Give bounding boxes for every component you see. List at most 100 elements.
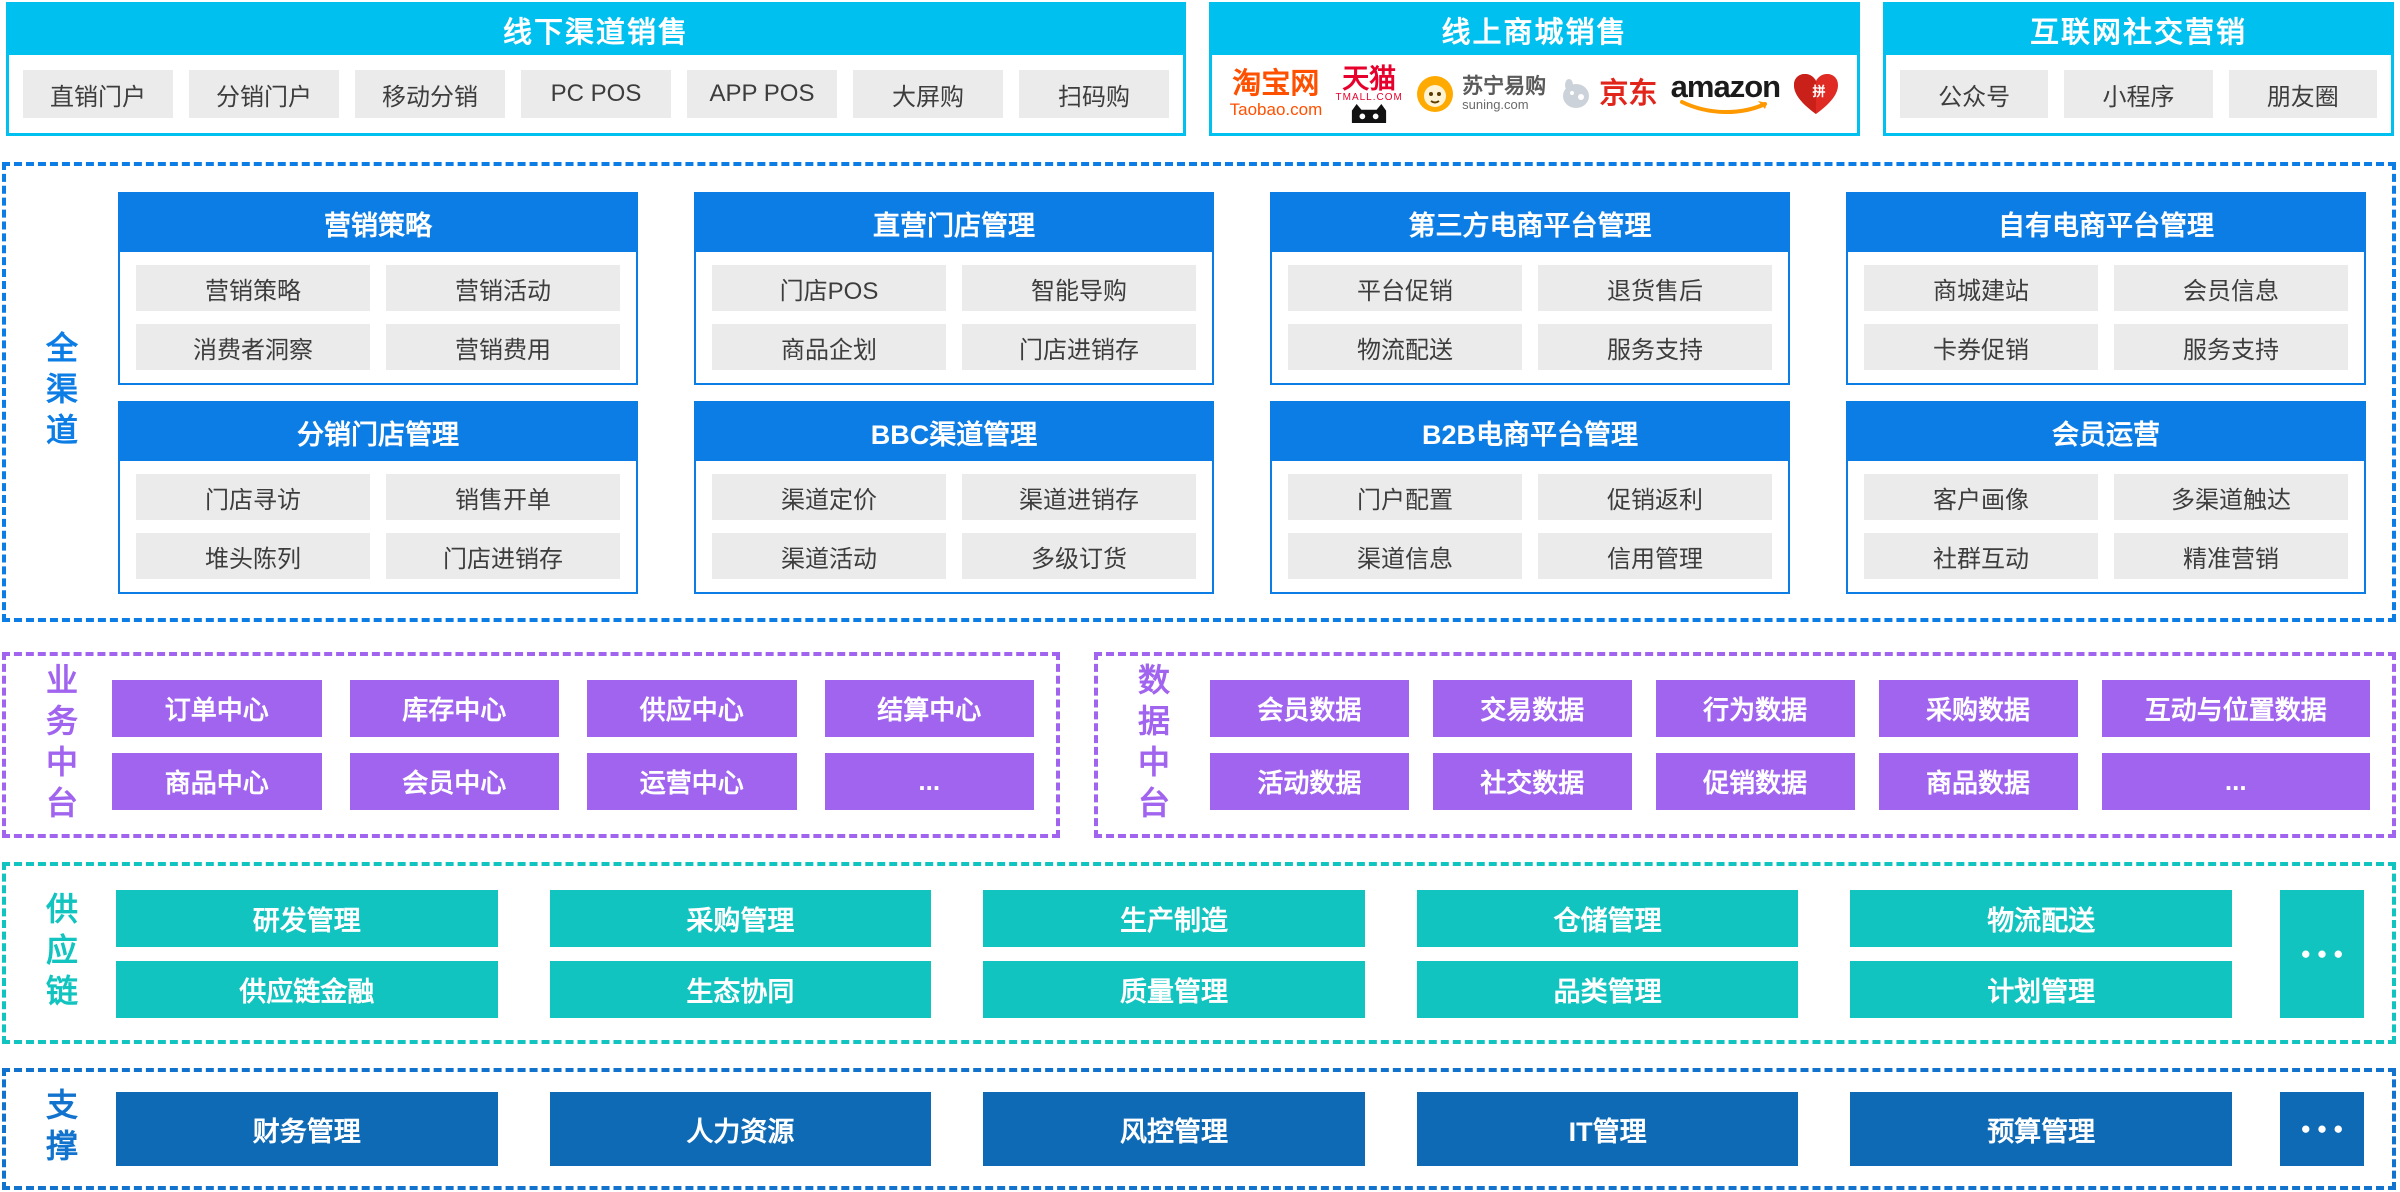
support-label-wrap: 支撑 bbox=[6, 1072, 114, 1186]
supply-chain-block: 生态协同 bbox=[549, 961, 932, 1018]
omni-card-chip: 渠道进销存 bbox=[962, 474, 1196, 520]
supply-chain-block: 采购管理 bbox=[549, 890, 932, 947]
jd-logo-text: 京东 bbox=[1599, 77, 1658, 110]
section-supply-chain: 供应链 研发管理采购管理生产制造仓储管理物流配送供应链金融生态协同质量管理品类管… bbox=[2, 862, 2396, 1044]
omni-card-chip: 销售开单 bbox=[386, 474, 620, 520]
supply-chain-block: 质量管理 bbox=[983, 961, 1365, 1018]
omni-card-chip: 退货售后 bbox=[1538, 265, 1772, 311]
jd-logo: 京东 bbox=[1559, 77, 1657, 111]
data-center-block: 社交数据 bbox=[1432, 753, 1632, 810]
data-center-block: 交易数据 bbox=[1432, 680, 1632, 737]
supply-chain-block: 生产制造 bbox=[983, 890, 1365, 947]
omni-card-chip: 门店进销存 bbox=[962, 324, 1196, 370]
omni-card: 自有电商平台管理 商城建站会员信息卡券促销服务支持 bbox=[1846, 192, 2366, 385]
data-center-grid: 会员数据交易数据行为数据采购数据互动与位置数据活动数据社交数据促销数据商品数据.… bbox=[1210, 680, 2370, 810]
supply-chain-block: 物流配送 bbox=[1850, 890, 2232, 947]
omni-card-chip: 信用管理 bbox=[1538, 533, 1772, 579]
omni-card-chip: 消费者洞察 bbox=[136, 324, 370, 370]
offline-channel-chip: 大屏购 bbox=[853, 70, 1003, 118]
supply-chain-more-block: ●●● bbox=[2280, 890, 2364, 1018]
omni-card-title: 会员运营 bbox=[1848, 403, 2364, 461]
supply-chain-block: 研发管理 bbox=[116, 890, 498, 947]
suning-logo: 苏宁易购 suning.com bbox=[1416, 75, 1546, 113]
business-center-block: 会员中心 bbox=[349, 753, 559, 810]
omni-card-body: 客户画像多渠道触达社群互动精准营销 bbox=[1848, 461, 2364, 592]
section-social-marketing: 互联网社交营销 公众号小程序朋友圈 bbox=[1883, 2, 2394, 136]
omni-card-chip: 精准营销 bbox=[2114, 533, 2348, 579]
offline-channel-chip: PC POS bbox=[521, 70, 671, 118]
omni-card-body: 营销策略营销活动消费者洞察营销费用 bbox=[120, 252, 636, 383]
tmall-logo-text: 天猫 bbox=[1342, 64, 1397, 95]
section-business-middle-platform: 业务中台 订单中心库存中心供应中心结算中心商品中心会员中心运营中心... bbox=[2, 652, 1060, 838]
supply-chain-label: 供应链 bbox=[42, 891, 78, 1015]
marketplace-logos: 淘宝网 Taobao.com 天猫 TMALL.COM bbox=[1212, 55, 1857, 133]
section-data-middle-platform: 数据中台 会员数据交易数据行为数据采购数据互动与位置数据活动数据社交数据促销数据… bbox=[1094, 652, 2396, 838]
business-platform-label-wrap: 业务中台 bbox=[6, 656, 114, 834]
supply-chain-block: 品类管理 bbox=[1416, 961, 1799, 1018]
offline-channel-chip: 分销门户 bbox=[189, 70, 339, 118]
omni-card-body: 商城建站会员信息卡券促销服务支持 bbox=[1848, 252, 2364, 383]
omni-card-chip: 多级订货 bbox=[962, 533, 1196, 579]
business-center-block: 供应中心 bbox=[587, 680, 797, 737]
social-channel-chip: 公众号 bbox=[1900, 70, 2049, 118]
jd-dog-icon bbox=[1563, 79, 1590, 108]
social-marketing-title: 互联网社交营销 bbox=[1886, 5, 2391, 55]
taobao-logo-subtext: Taobao.com bbox=[1229, 100, 1323, 120]
pinduoduo-logo: 拼 bbox=[1793, 73, 1839, 115]
omni-card-body: 门户配置促销返利渠道信息信用管理 bbox=[1272, 461, 1788, 592]
data-center-block: 促销数据 bbox=[1655, 753, 1855, 810]
omni-card-chip: 多渠道触达 bbox=[2114, 474, 2348, 520]
omni-card-title: 营销策略 bbox=[120, 194, 636, 252]
supply-chain-grid: 研发管理采购管理生产制造仓储管理物流配送供应链金融生态协同质量管理品类管理计划管… bbox=[116, 890, 2232, 1018]
omni-card-chip: 服务支持 bbox=[1538, 324, 1772, 370]
section-online-mall-sales: 线上商城销售 淘宝网 Taobao.com 天猫 TMALL.COM bbox=[1209, 2, 1860, 136]
omni-card-chip: 门户配置 bbox=[1288, 474, 1522, 520]
omni-card-chip: 平台促销 bbox=[1288, 265, 1522, 311]
tmall-logo: 天猫 TMALL.COM bbox=[1336, 65, 1403, 123]
business-center-grid: 订单中心库存中心供应中心结算中心商品中心会员中心运营中心... bbox=[112, 680, 1034, 810]
data-center-block: ... bbox=[2101, 753, 2370, 810]
omni-card-title: 自有电商平台管理 bbox=[1848, 194, 2364, 252]
omni-card-body: 门店寻访销售开单堆头陈列门店进销存 bbox=[120, 461, 636, 592]
supply-chain-label-wrap: 供应链 bbox=[6, 866, 114, 1040]
omni-card-title: B2B电商平台管理 bbox=[1272, 403, 1788, 461]
data-center-block: 采购数据 bbox=[1878, 680, 2078, 737]
offline-channel-chip: 移动分销 bbox=[355, 70, 505, 118]
data-platform-label-wrap: 数据中台 bbox=[1098, 656, 1206, 834]
business-center-block: 结算中心 bbox=[824, 680, 1034, 737]
supply-chain-content: 研发管理采购管理生产制造仓储管理物流配送供应链金融生态协同质量管理品类管理计划管… bbox=[116, 890, 2364, 1018]
amazon-logo-text: amazon bbox=[1670, 68, 1781, 104]
offline-channel-sales-title: 线下渠道销售 bbox=[9, 5, 1183, 55]
business-center-block: 运营中心 bbox=[587, 753, 797, 810]
support-more-block: ●●● bbox=[2280, 1092, 2364, 1166]
pinduoduo-logo-char: 拼 bbox=[1813, 84, 1826, 99]
omni-channel-label: 全渠道 bbox=[42, 330, 78, 454]
omni-card-chip: 物流配送 bbox=[1288, 324, 1522, 370]
omni-card-title: BBC渠道管理 bbox=[696, 403, 1212, 461]
business-platform-label: 业务中台 bbox=[42, 663, 78, 827]
omni-card: 分销门店管理 门店寻访销售开单堆头陈列门店进销存 bbox=[118, 401, 638, 594]
supply-chain-block: 计划管理 bbox=[1850, 961, 2232, 1018]
omni-card-chip: 营销费用 bbox=[386, 324, 620, 370]
omni-card-chip: 门店寻访 bbox=[136, 474, 370, 520]
supply-chain-block: 仓储管理 bbox=[1416, 890, 1799, 947]
tmall-logo-subtext: TMALL.COM bbox=[1335, 92, 1403, 104]
business-center-block: 订单中心 bbox=[112, 680, 322, 737]
offline-channel-chip: 扫码购 bbox=[1019, 70, 1169, 118]
omni-card-chip: 渠道信息 bbox=[1288, 533, 1522, 579]
social-channel-chip: 小程序 bbox=[2064, 70, 2213, 118]
support-block: IT管理 bbox=[1416, 1092, 1799, 1166]
taobao-logo: 淘宝网 Taobao.com bbox=[1229, 68, 1323, 120]
business-center-block: ... bbox=[824, 753, 1034, 810]
social-channel-chip: 朋友圈 bbox=[2228, 70, 2377, 118]
business-center-block: 商品中心 bbox=[112, 753, 322, 810]
amazon-logo: amazon bbox=[1670, 68, 1781, 116]
support-block: 风控管理 bbox=[983, 1092, 1365, 1166]
